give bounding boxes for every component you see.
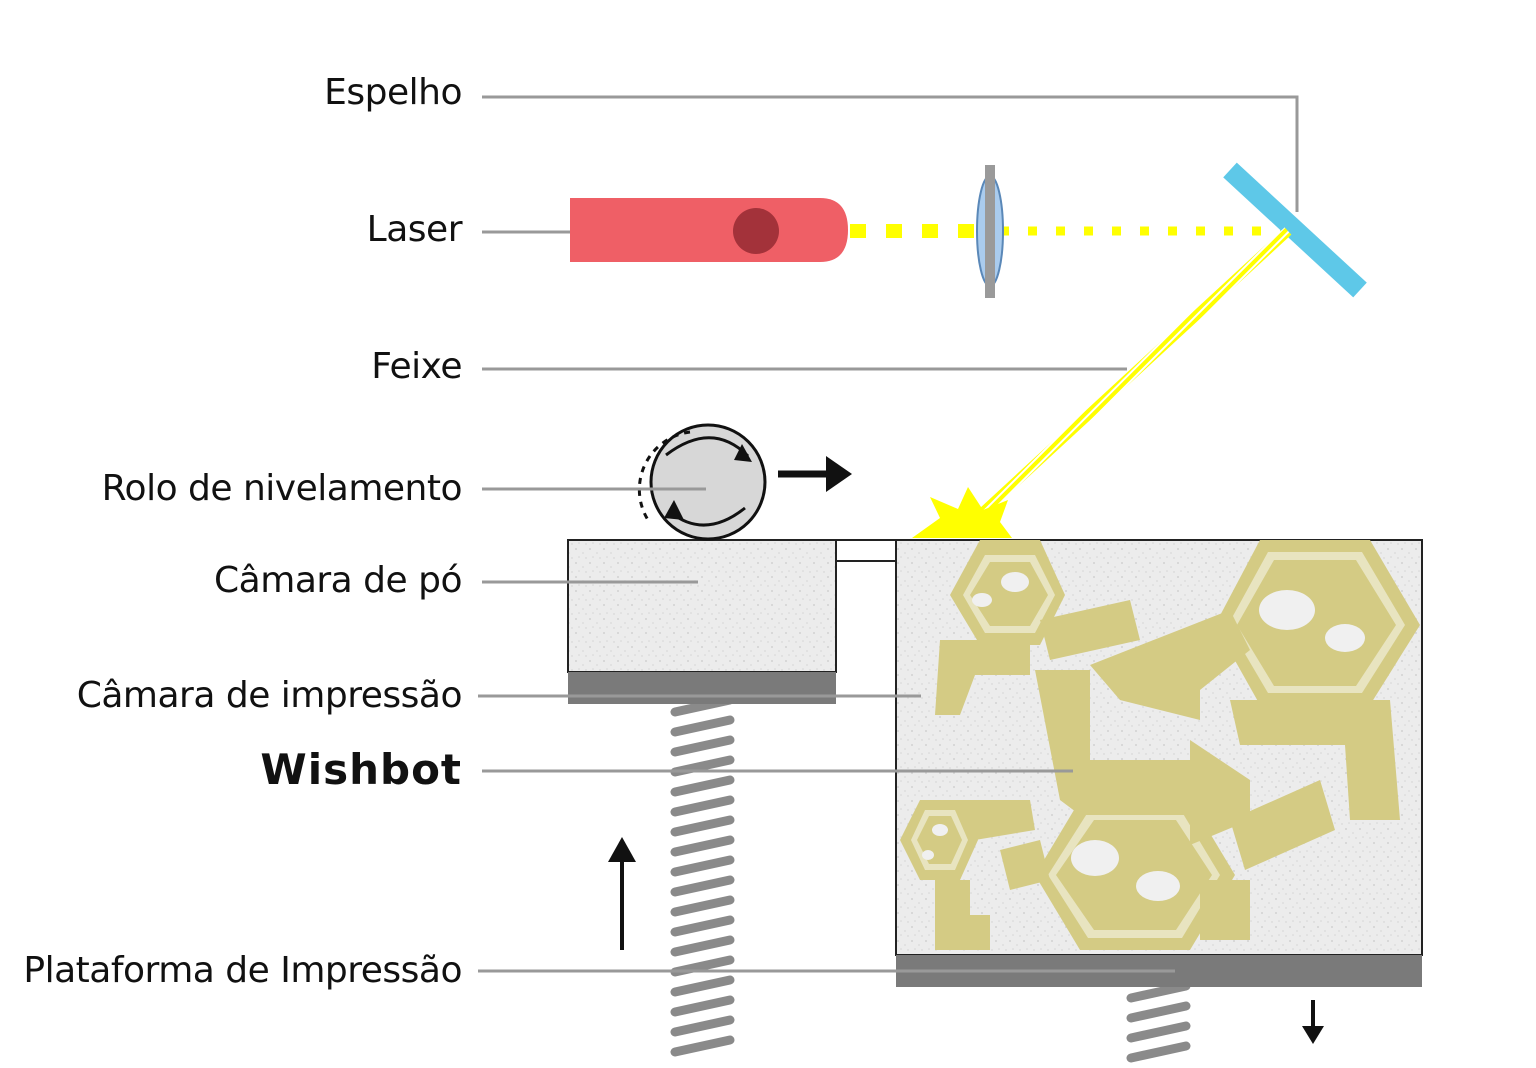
label-beam: Feixe	[371, 346, 462, 387]
label-roller: Rolo de nivelamento	[101, 468, 463, 509]
laser-body	[570, 198, 848, 262]
reflected-beam	[979, 227, 1292, 516]
wishbot-head-1	[950, 540, 1065, 645]
label-platform: Plataforma de Impressão	[23, 950, 462, 991]
label-print-chamber: Câmara de impressão	[76, 675, 463, 716]
right-screw	[1126, 981, 1191, 1063]
laser-spot-icon	[912, 487, 1012, 538]
label-powder-chamber: Câmara de pó	[214, 560, 462, 601]
laser-aperture-icon	[733, 208, 779, 254]
label-laser: Laser	[366, 209, 463, 250]
label-mirror: Espelho	[324, 72, 462, 113]
wishbot-head-2	[1215, 540, 1420, 705]
mirror	[1223, 162, 1367, 298]
label-part: Wishbot	[260, 745, 462, 794]
lens-icon	[976, 165, 1004, 298]
powder-chamber	[567, 539, 837, 673]
powder-platform	[568, 672, 836, 704]
wishbot-parts	[900, 540, 1420, 950]
left-screw	[670, 695, 735, 1063]
leveling-roller-icon	[637, 423, 767, 541]
wishbot-head-3	[1035, 800, 1235, 950]
wishbot-head-4	[900, 800, 978, 880]
leader-lines	[478, 95, 1299, 973]
print-chamber	[836, 539, 1423, 956]
